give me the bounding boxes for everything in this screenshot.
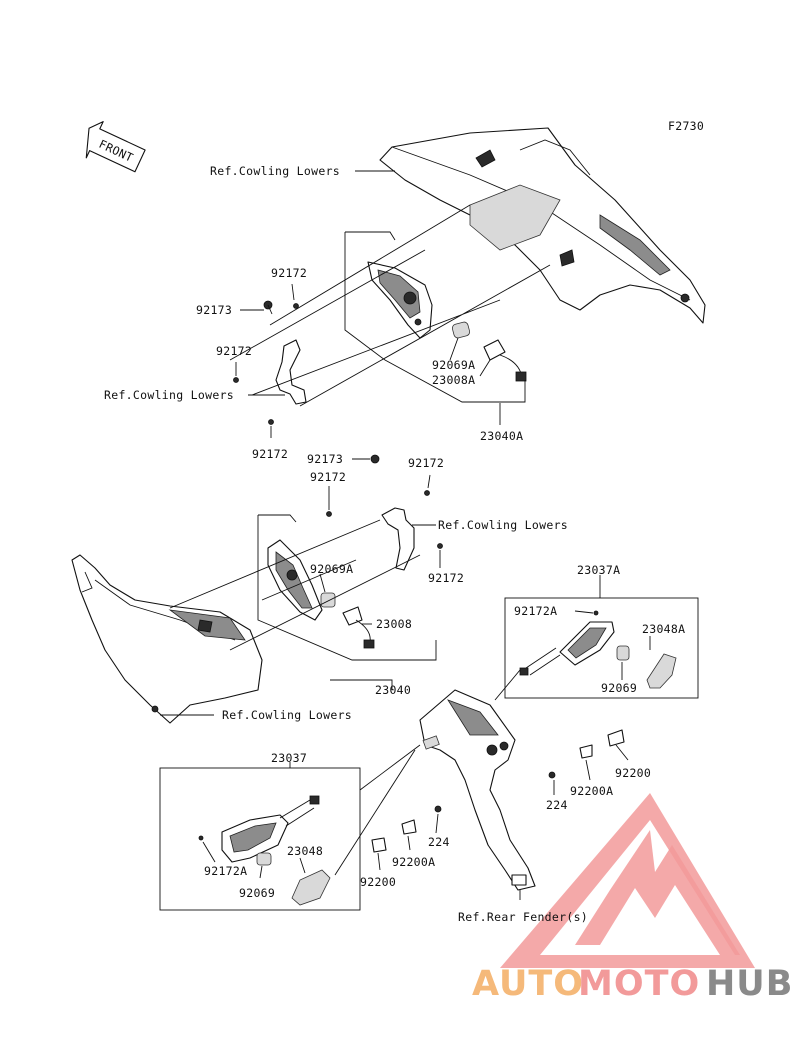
label-224-a: 224 <box>546 798 568 812</box>
ref-cowling-lowers-3: Ref.Cowling Lowers <box>438 518 568 532</box>
rear-signal-right-box <box>504 597 699 699</box>
ref-cowling-lowers-1: Ref.Cowling Lowers <box>210 164 340 178</box>
label-92172-f: 92172 <box>428 571 464 585</box>
label-92172-c: 92172 <box>252 447 288 461</box>
upper-bracket <box>263 300 307 405</box>
ref-cowling-lowers-2: Ref.Cowling Lowers <box>104 388 234 402</box>
lower-cowling-part <box>71 554 263 724</box>
label-92200A-a: 92200A <box>570 784 613 798</box>
socket-lower <box>342 606 375 649</box>
label-92069-b: 92069 <box>239 886 275 900</box>
bulb-upper <box>451 321 471 339</box>
front-arrow: FRONT <box>85 121 146 173</box>
label-23040: 23040 <box>375 683 411 697</box>
logo-triangle-outer <box>500 793 755 968</box>
rear-signal-left-box <box>159 767 361 911</box>
assembly-lines-lower <box>169 519 421 651</box>
label-92200-b: 92200 <box>360 875 396 889</box>
rear-hardware <box>371 729 625 853</box>
socket-upper <box>483 339 527 382</box>
lower-signal-housing <box>267 539 323 621</box>
label-23048: 23048 <box>287 844 323 858</box>
label-92172-d: 92172 <box>408 456 444 470</box>
label-92200A-b: 92200A <box>392 855 435 869</box>
label-224-b: 224 <box>428 835 450 849</box>
upper-signal-housing <box>367 261 433 339</box>
upper-cowling-part <box>379 127 706 324</box>
label-92173-b: 92173 <box>307 452 343 466</box>
label-23037A: 23037A <box>577 563 620 577</box>
screws-upper <box>233 303 299 425</box>
label-23037: 23037 <box>271 751 307 765</box>
ref-cowling-lowers-4: Ref.Cowling Lowers <box>222 708 352 722</box>
lower-bracket-box <box>257 515 437 661</box>
upper-bracket-box <box>344 232 526 403</box>
label-92173-a: 92173 <box>196 303 232 317</box>
figure-code: F2730 <box>668 119 704 133</box>
leader-lines <box>160 170 651 900</box>
wordmark-hub: HUB <box>706 964 793 1004</box>
ref-rear-fender: Ref.Rear Fender(s) <box>458 910 588 924</box>
label-92069A-b: 92069A <box>310 562 353 576</box>
label-92200-a: 92200 <box>615 766 651 780</box>
bulb-lower <box>320 592 336 608</box>
license-bracket <box>419 689 536 891</box>
lower-bracket <box>326 454 443 571</box>
label-23048A: 23048A <box>642 622 685 636</box>
label-23008A: 23008A <box>432 373 475 387</box>
label-92172-a: 92172 <box>271 266 307 280</box>
wordmark-auto: AUTO <box>472 964 584 1004</box>
label-23008: 23008 <box>376 617 412 631</box>
label-92069-a: 92069 <box>601 681 637 695</box>
label-92172-e: 92172 <box>310 470 346 484</box>
rear-signal-left <box>198 795 331 906</box>
assembly-lines-upper <box>229 204 551 407</box>
label-92069A: 92069A <box>432 358 475 372</box>
label-92172A-a: 92172A <box>514 604 557 618</box>
label-23040A: 23040A <box>480 429 523 443</box>
automotohub-logo <box>500 793 755 968</box>
wordmark-moto: MOTO <box>578 964 700 1004</box>
rear-signal-right <box>519 610 677 689</box>
automotohub-wordmark: AUTO MOTO HUB <box>472 964 793 1004</box>
logo-triangle-inner <box>575 830 740 955</box>
label-92172A-b: 92172A <box>204 864 247 878</box>
label-92172-b: 92172 <box>216 344 252 358</box>
